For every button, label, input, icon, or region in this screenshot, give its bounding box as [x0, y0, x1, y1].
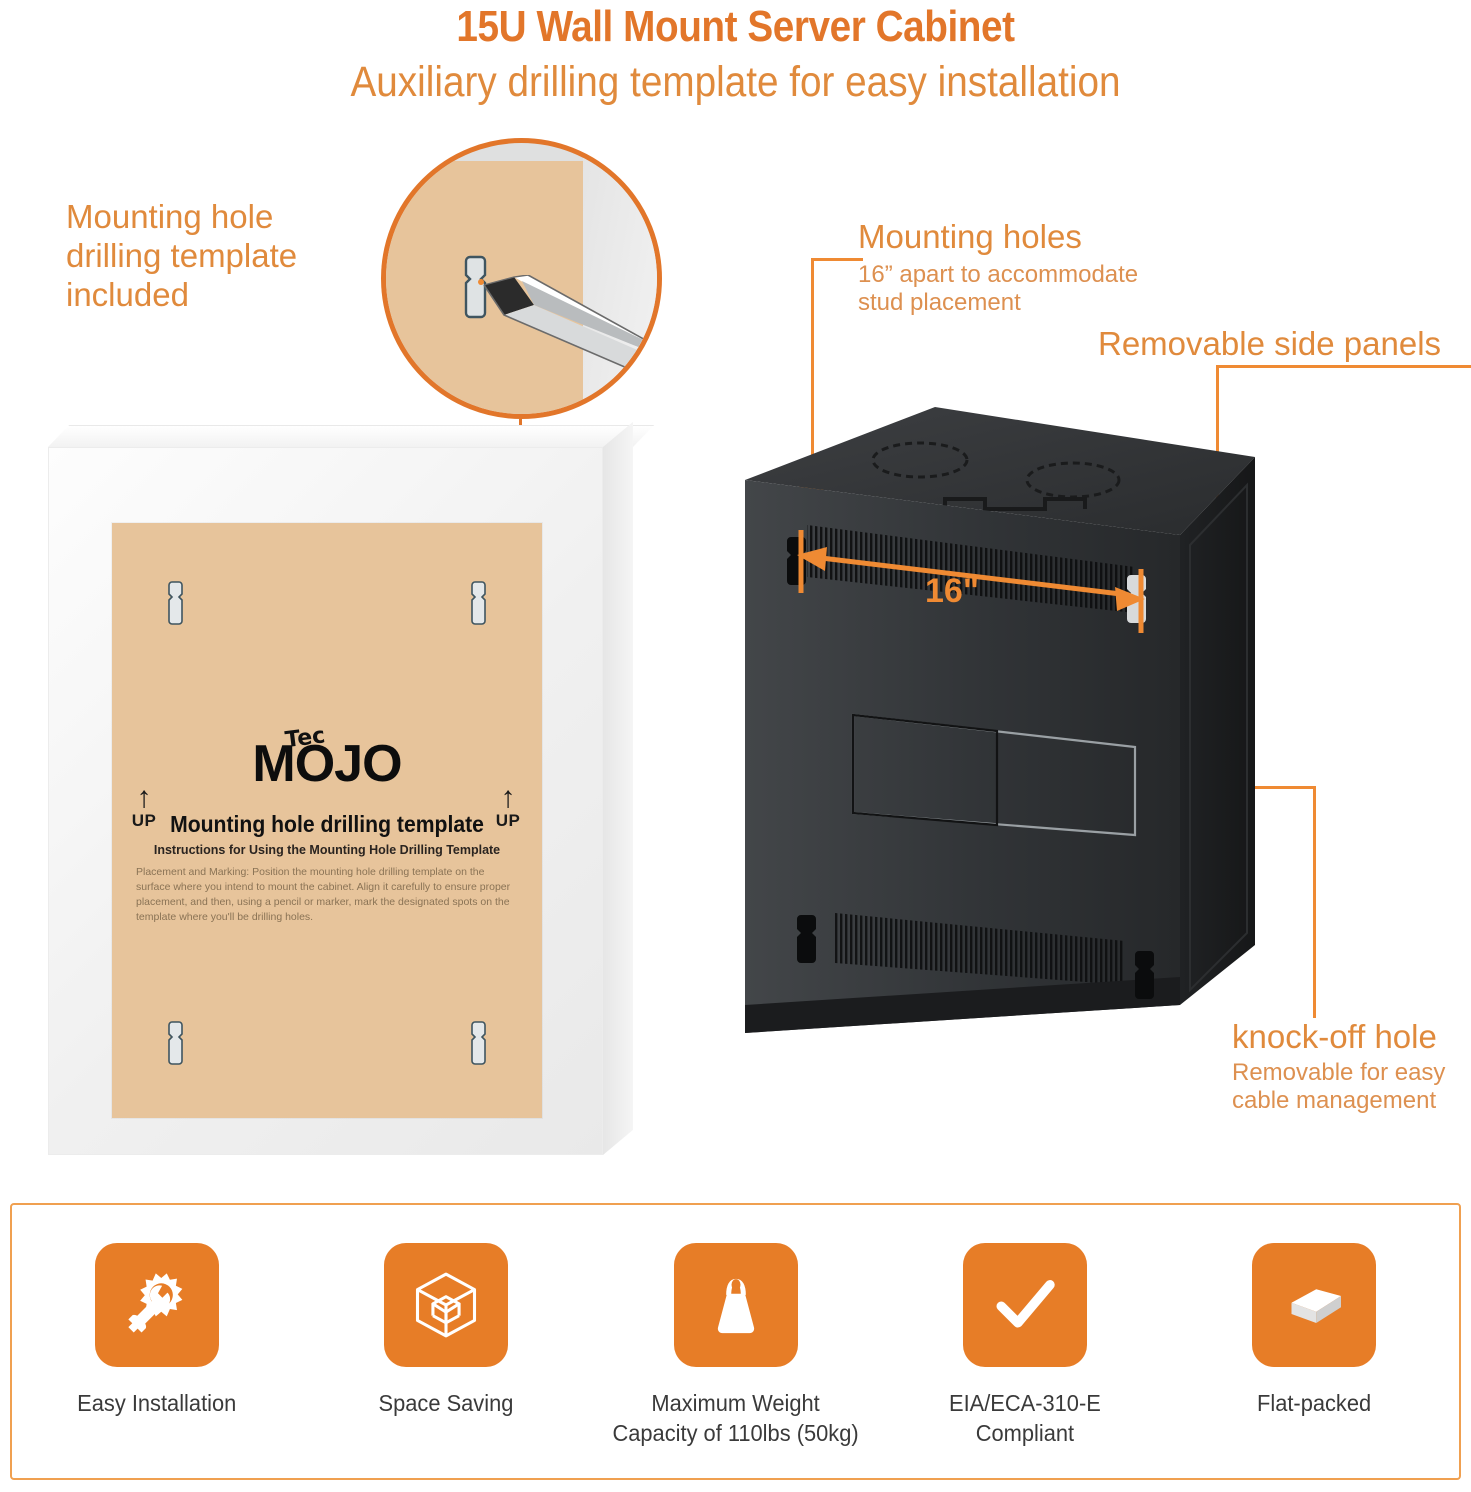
cabinet-keyhole-lower-left: [797, 915, 816, 963]
checkmark-icon: [962, 1243, 1087, 1367]
magnified-wall-surface: [583, 143, 657, 414]
up-arrow-icon-left: ↑: [136, 781, 152, 814]
leader-line-mounting-holes-vertical: [811, 258, 814, 480]
annotation-knock-off-detail-1: Removable for easy: [1232, 1058, 1446, 1086]
fan-cutout-left: [871, 441, 969, 479]
lower-vent-grille: [835, 913, 1125, 985]
cabinet-top-panel: [745, 407, 1255, 535]
feature-label: Flat-packed: [1257, 1390, 1372, 1416]
annotation-line-3: included: [66, 275, 189, 313]
annotation-side-panels: Removable side panels: [1098, 325, 1471, 364]
server-cabinet-photo: [735, 385, 1280, 1050]
wall-top-edge: [48, 425, 655, 447]
annotation-drilling-template: Mounting hole drilling template included: [66, 198, 396, 315]
annotation-side-panels-title: Removable side panels: [1098, 325, 1442, 362]
dimension-label-16in: 16": [925, 572, 979, 610]
up-arrow-icon-right: ↑: [500, 781, 516, 814]
header: 15U Wall Mount Server Cabinet Auxiliary …: [0, 2, 1471, 108]
annotation-mounting-holes-detail-1: 16” apart to accommodate: [858, 260, 1139, 288]
cabinet-front-panel: [745, 480, 1180, 1033]
leader-line-knock-off-vertical: [1313, 786, 1316, 1018]
feature-label: Space Saving: [378, 1390, 514, 1416]
weight-icon: [673, 1243, 798, 1367]
template-brand: Tec MOJO: [112, 723, 542, 793]
wall-with-template-illustration: ↑ UP ↑ UP Tec MOJO Mounting hole drillin…: [48, 421, 655, 1155]
pencil-mark-dot: [478, 279, 484, 285]
wall-face: ↑ UP ↑ UP Tec MOJO Mounting hole drillin…: [48, 447, 603, 1155]
feature-easy-installation: Easy Installation: [12, 1205, 301, 1419]
features-panel: Easy Installation: [10, 1203, 1461, 1480]
features-row: Easy Installation: [12, 1205, 1459, 1478]
brand-mojo-text: MOJO: [252, 735, 402, 793]
page-subtitle: Auxiliary drilling template for easy ins…: [350, 58, 1121, 107]
annotation-line-1: Mounting hole: [66, 198, 274, 235]
page-title: 15U Wall Mount Server Cabinet: [456, 2, 1015, 51]
orientation-marker-right: ↑ UP: [480, 781, 536, 831]
brand-tec-text: Tec: [283, 723, 327, 754]
dimension-arrow-16in: [797, 530, 1145, 633]
template-instructions-body: Placement and Marking: Position the moun…: [136, 866, 511, 923]
cabinet-side-panel: [1180, 457, 1255, 1005]
up-label-right: UP: [495, 811, 521, 830]
up-label-left: UP: [131, 811, 157, 830]
feature-label: Easy Installation: [77, 1390, 237, 1416]
annotation-line-2: drilling template: [66, 236, 298, 274]
annotation-mounting-holes-detail-2: stud placement: [858, 289, 1021, 317]
keyhole-icon-top-left: [168, 581, 183, 625]
keyhole-icon-bottom-left: [168, 1021, 183, 1065]
annotation-knock-off-title: knock-off hole: [1232, 1018, 1437, 1055]
drilling-template-sheet: ↑ UP ↑ UP Tec MOJO Mounting hole drillin…: [112, 523, 542, 1118]
orientation-marker-left: ↑ UP: [116, 781, 172, 831]
cabinet-keyhole-lower-right: [1135, 951, 1154, 999]
magnifier-circle: [381, 138, 662, 419]
feature-space-saving: Space Saving: [301, 1205, 590, 1419]
annotation-knock-off-hole: knock-off hole Removable for easy cable …: [1232, 1018, 1471, 1116]
template-heading: Mounting hole drilling template: [170, 811, 484, 837]
template-subheading: Instructions for Using the Mounting Hole…: [153, 843, 501, 857]
feature-flat-packed: Flat-packed: [1170, 1205, 1459, 1419]
keyhole-icon-top-right: [471, 581, 486, 625]
gear-wrench-icon: [94, 1243, 219, 1367]
keyhole-icon-bottom-right: [471, 1021, 486, 1065]
annotation-mounting-holes-title: Mounting holes: [858, 218, 1082, 255]
flat-box-icon: [1252, 1243, 1377, 1367]
cube-outline-icon: [384, 1243, 509, 1367]
leader-line-mounting-holes-horizontal: [811, 258, 863, 261]
pencil-icon: [483, 275, 657, 371]
magnified-keyhole-icon: [464, 255, 487, 319]
annotation-mounting-holes: Mounting holes 16” apart to accommodate …: [858, 218, 1198, 318]
leader-line-side-panels-horizontal: [1216, 365, 1471, 368]
annotation-knock-off-detail-2: cable management: [1232, 1087, 1437, 1115]
upper-vent-grille: [807, 525, 1135, 613]
wall-side-edge: [603, 421, 633, 1155]
